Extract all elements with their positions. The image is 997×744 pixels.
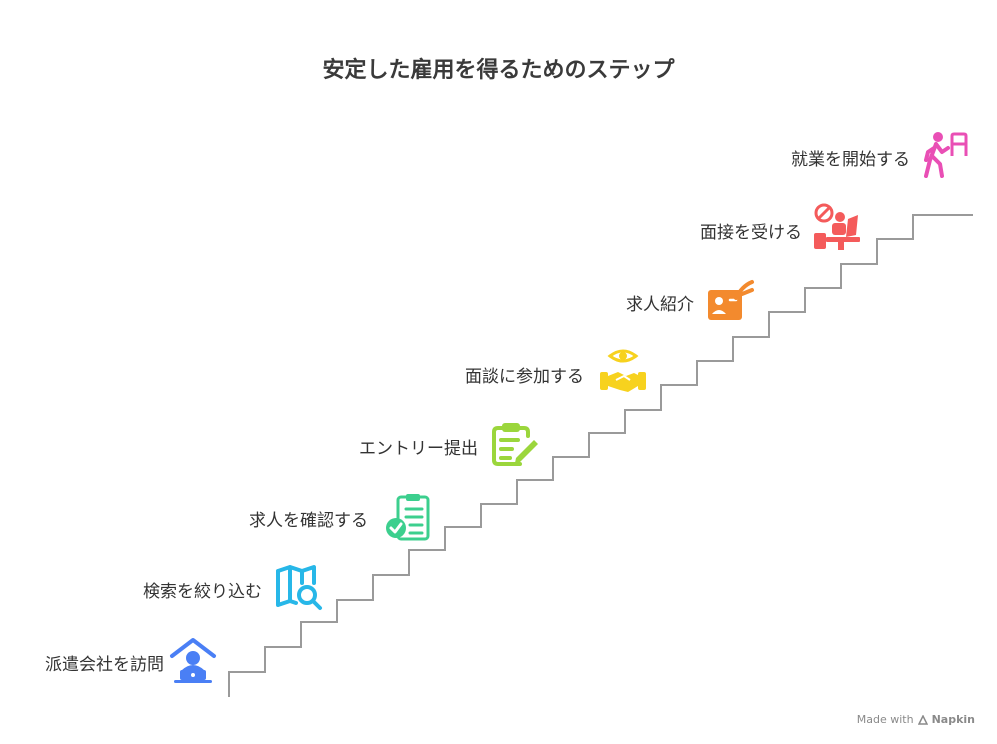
brand-name: Napkin <box>931 713 975 726</box>
id-card-icon <box>706 276 756 326</box>
step-label-join-interview: 面談に参加する <box>465 367 584 387</box>
step-label-submit-entry: エントリー提出 <box>359 439 478 459</box>
walk-to-door-icon <box>920 130 970 180</box>
clipboard-check-icon <box>384 493 434 543</box>
step-label-narrow-search: 検索を絞り込む <box>143 582 262 602</box>
made-with-text: Made with <box>856 713 914 726</box>
step-label-take-interview: 面接を受ける <box>700 223 802 243</box>
handshake-eye-icon <box>598 346 648 396</box>
step-label-start-work: 就業を開始する <box>791 150 910 170</box>
interview-icon <box>812 203 862 253</box>
clipboard-pen-icon <box>490 420 540 470</box>
office-worker-icon <box>168 636 218 686</box>
step-label-job-referral: 求人紹介 <box>626 295 694 315</box>
step-label-visit-agency: 派遣会社を訪問 <box>45 655 164 675</box>
made-with-napkin: Made with Napkin <box>857 713 975 726</box>
step-label-check-jobs: 求人を確認する <box>249 511 368 531</box>
diagram-title: 安定した雇用を得るためのステップ <box>322 58 675 83</box>
map-search-icon <box>274 563 324 613</box>
napkin-logo-icon <box>917 714 928 725</box>
